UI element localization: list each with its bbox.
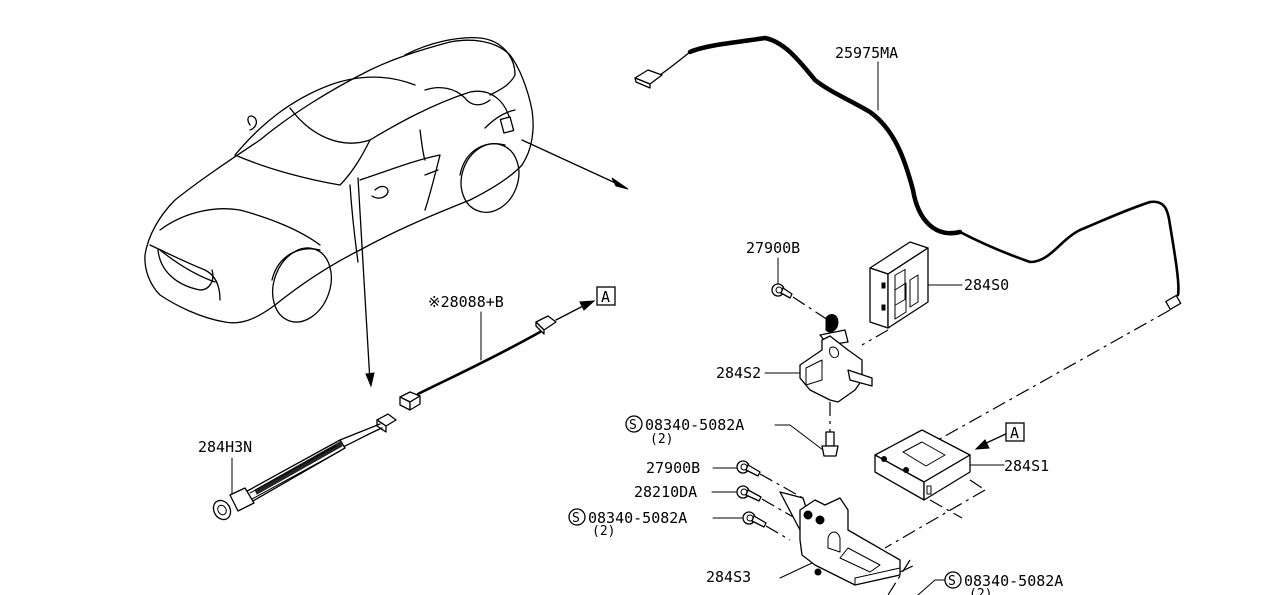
s-symbol: S — [948, 574, 956, 589]
reference-box-a-unit — [1005, 422, 1025, 442]
arrow-head-right — [611, 177, 629, 190]
part-label-284s0: 284S0 — [964, 276, 1009, 294]
screw-08340-5082a-bottom: S 08340-5082A (2) — [917, 571, 1063, 595]
bolt-27900b-lower: 27900B — [646, 459, 804, 499]
reference-box-a-cable — [596, 286, 616, 306]
arrow-head-down — [365, 372, 375, 388]
part-label-08340-5082a-lower: 08340-5082A — [588, 509, 687, 527]
part-qty-bottom: (2) — [969, 587, 992, 595]
part-label-284s3: 284S3 — [706, 568, 751, 586]
arrow-head-a — [974, 439, 990, 450]
part-qty-upper: (2) — [650, 432, 673, 447]
part-label-284s2: 284S2 — [716, 364, 761, 382]
arrow-head-to-a — [579, 300, 596, 311]
s-symbol-circle — [625, 415, 643, 433]
part-label-27900b-lower: 27900B — [646, 459, 700, 477]
part-label-28210da: 28210DA — [634, 483, 697, 501]
part-label-284h3n: 284H3N — [198, 438, 252, 456]
part-qty-lower: (2) — [592, 524, 615, 539]
screw-08340-5082a-upper: S 08340-5082A (2) — [625, 415, 839, 457]
part-label-08340-5082a-upper: 08340-5082A — [645, 416, 744, 434]
part-label-27900b-upper: 27900B — [746, 239, 800, 257]
part-label-284s1: 284S1 — [1004, 457, 1049, 475]
part-label-08340-5082a-bottom: 08340-5082A — [964, 572, 1063, 590]
vehicle-illustration — [144, 36, 534, 324]
s-symbol-circle — [568, 508, 586, 526]
s-symbol-circle — [944, 571, 962, 589]
cable-28088b: ※28088+B A — [399, 286, 616, 411]
bolt-28210da: 28210DA — [634, 483, 796, 519]
antenna-284h3n: 284H3N — [198, 413, 397, 521]
bolt-27900b-upper: 27900B — [746, 239, 829, 321]
harness-25975ma: 25975MA — [634, 35, 1182, 310]
s-symbol: S — [572, 511, 580, 526]
assembly-line — [937, 309, 1171, 441]
unit-284s0: 284S0 — [861, 241, 1009, 346]
reference-label-a-unit: A — [1010, 424, 1019, 442]
part-label-28088b: ※28088+B — [428, 293, 504, 311]
bracket-284s2: 284S2 — [716, 314, 873, 432]
connector-right — [1165, 294, 1182, 310]
bracket-284s3: 284S3 — [706, 491, 916, 595]
s-symbol: S — [629, 418, 637, 433]
reference-label-a-cable: A — [601, 288, 610, 306]
callout-arrows — [357, 139, 629, 388]
part-label-25975ma: 25975MA — [835, 44, 898, 62]
screw-08340-5082a-lower: S 08340-5082A (2) — [568, 508, 791, 541]
unit-284s1: 284S1 A — [874, 422, 1049, 549]
